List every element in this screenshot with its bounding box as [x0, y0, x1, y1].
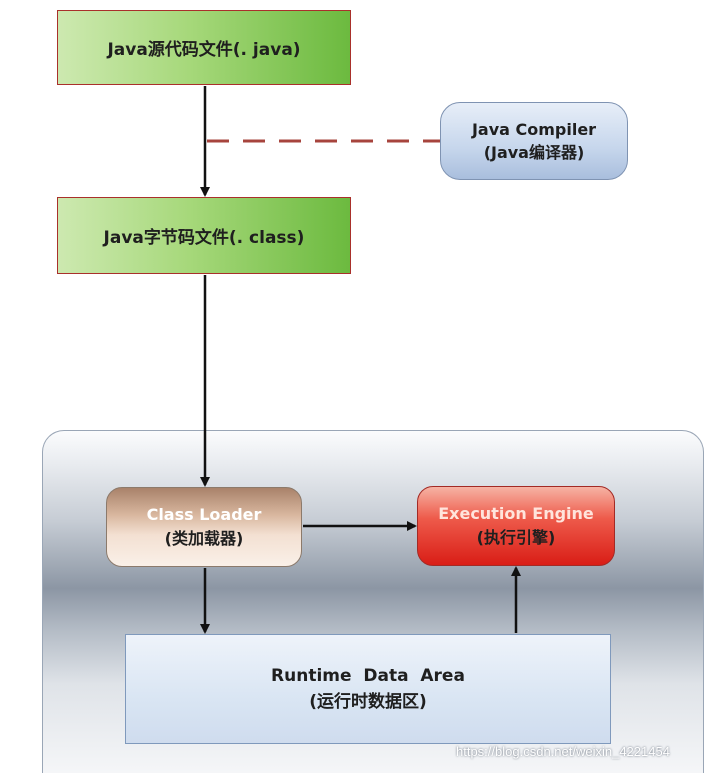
runtime-data-area-box: Runtime Data Area (运行时数据区) [125, 634, 611, 744]
java-source-file-box: Java源代码文件(. java) [57, 10, 351, 85]
java-compiler-box: Java Compiler (Java编译器) [440, 102, 628, 180]
class-loader-label: Class Loader [146, 505, 262, 524]
class-loader-box: Class Loader (类加载器) [106, 487, 302, 567]
execution-engine-label: Execution Engine [438, 504, 594, 523]
java-source-file-label: Java源代码文件(. java) [107, 40, 301, 60]
java-compiler-label: Java Compiler [471, 120, 597, 139]
runtime-data-area-label: Runtime Data Area [271, 666, 465, 686]
class-loader-sublabel: (类加载器) [164, 529, 244, 548]
runtime-data-area-sublabel: (运行时数据区) [309, 692, 427, 712]
java-bytecode-file-box: Java字节码文件(. class) [57, 197, 351, 274]
execution-engine-box: Execution Engine (执行引擎) [417, 486, 615, 566]
execution-engine-sublabel: (执行引擎) [476, 528, 556, 547]
java-bytecode-file-label: Java字节码文件(. class) [103, 228, 305, 248]
java-compiler-sublabel: (Java编译器) [483, 143, 585, 162]
watermark-url: https://blog.csdn.net/weixin_4221454 [456, 744, 670, 759]
